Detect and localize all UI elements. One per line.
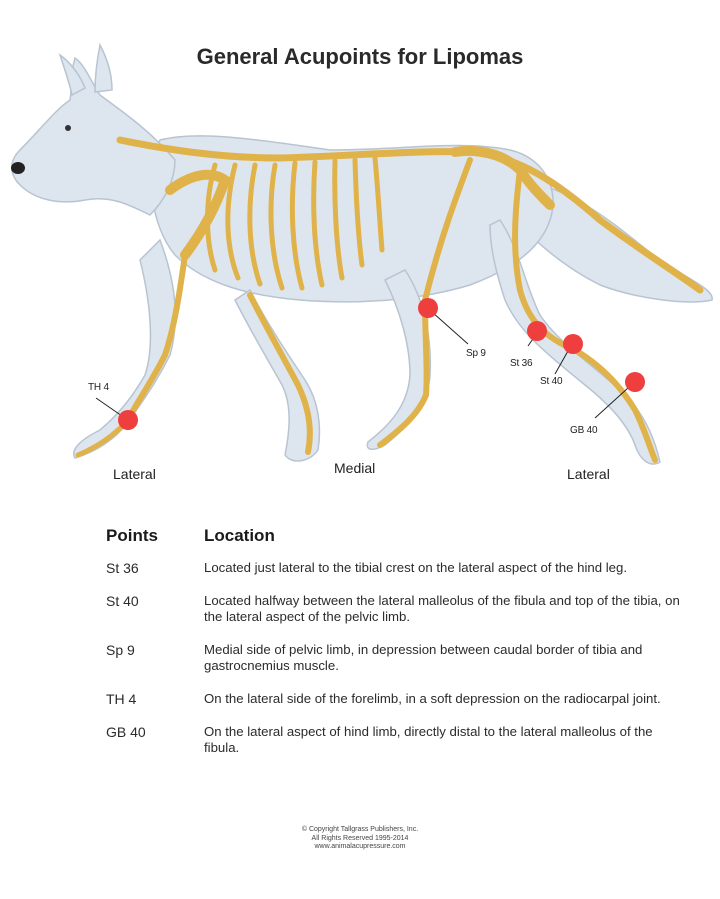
row-location: On the lateral side of the forelimb, in … bbox=[204, 691, 661, 706]
dog-anatomy-figure: TH 4 Sp 9 St 36 St 40 GB 40 Lateral Medi… bbox=[0, 40, 720, 500]
copyright-footer: © Copyright Tallgrass Publishers, Inc. A… bbox=[0, 826, 720, 852]
leader-lines bbox=[95, 311, 629, 419]
row-location: On the lateral aspect of hind limb, dire… bbox=[204, 724, 653, 755]
view-label-left: Lateral bbox=[113, 466, 156, 482]
point-label-gb40: GB 40 bbox=[570, 425, 598, 436]
nose bbox=[11, 162, 25, 174]
acupoint-st40 bbox=[563, 334, 583, 354]
acupoint-gb40 bbox=[625, 372, 645, 392]
rights-line: All Rights Reserved 1995-2014 bbox=[311, 834, 409, 842]
website-link[interactable]: www.animalacupressure.com bbox=[314, 843, 406, 850]
acupoint-th4 bbox=[118, 410, 138, 430]
table-header: Points Location bbox=[106, 526, 686, 546]
table-row: St 36 Located just lateral to the tibial… bbox=[106, 560, 686, 576]
table-row: St 40 Located halfway between the latera… bbox=[106, 593, 686, 625]
header-points: Points bbox=[106, 526, 158, 545]
point-label-st40: St 40 bbox=[540, 376, 563, 387]
point-label-st36: St 36 bbox=[510, 358, 533, 369]
row-point: St 36 bbox=[106, 560, 139, 576]
copyright-line: © Copyright Tallgrass Publishers, Inc. bbox=[301, 826, 419, 833]
acupoints-table: Points Location St 36 Located just later… bbox=[106, 526, 686, 773]
header-location: Location bbox=[204, 526, 275, 545]
row-location: Located halfway between the lateral mall… bbox=[204, 593, 680, 624]
acupoints bbox=[118, 298, 645, 430]
page-title: General Acupoints for Lipomas bbox=[196, 44, 524, 69]
table-row: Sp 9 Medial side of pelvic limb, in depr… bbox=[106, 642, 686, 674]
row-point: Sp 9 bbox=[106, 642, 135, 658]
row-point: GB 40 bbox=[106, 724, 146, 740]
row-location: Medial side of pelvic limb, in depressio… bbox=[204, 642, 643, 673]
row-point: TH 4 bbox=[106, 691, 137, 707]
point-label-th4: TH 4 bbox=[88, 382, 109, 393]
skeleton bbox=[75, 136, 704, 463]
eye bbox=[65, 125, 71, 131]
table-row: GB 40 On the lateral aspect of hind limb… bbox=[106, 724, 686, 756]
row-point: St 40 bbox=[106, 593, 139, 609]
point-label-sp9: Sp 9 bbox=[466, 348, 486, 359]
row-location: Located just lateral to the tibial crest… bbox=[204, 560, 627, 575]
table-row: TH 4 On the lateral side of the forelimb… bbox=[106, 691, 686, 707]
view-label-right: Lateral bbox=[567, 466, 610, 482]
acupoint-sp9 bbox=[418, 298, 438, 318]
dog-illustration bbox=[11, 42, 713, 465]
acupoint-st36 bbox=[527, 321, 547, 341]
view-label-middle: Medial bbox=[334, 460, 376, 476]
